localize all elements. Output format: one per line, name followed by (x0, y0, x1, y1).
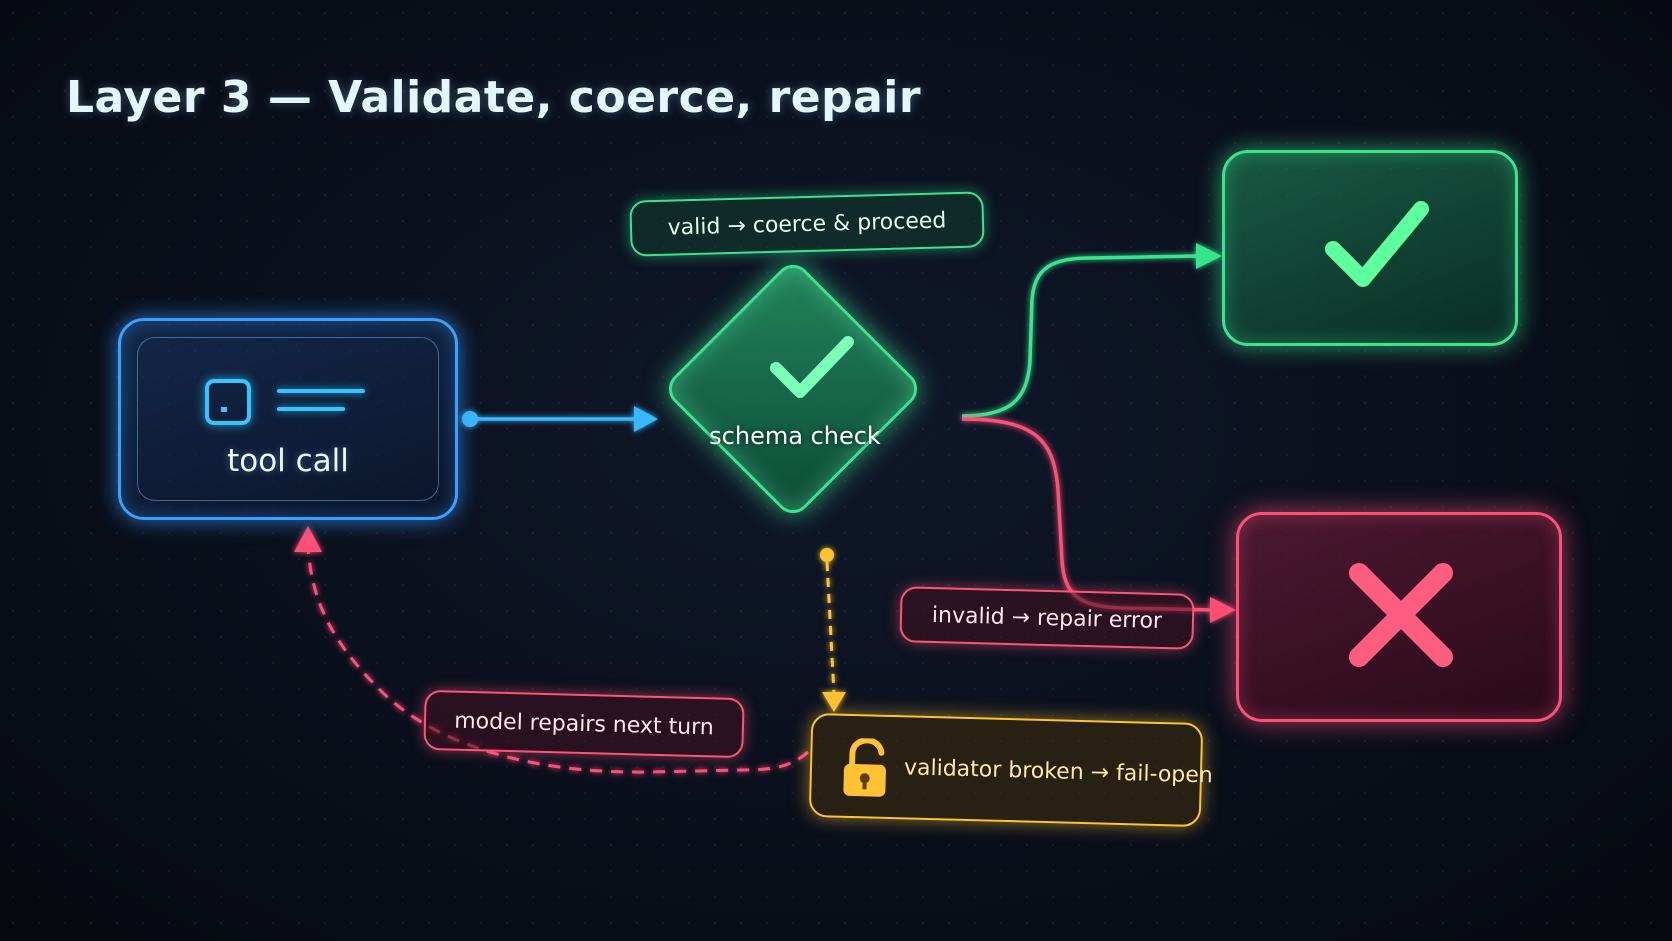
tool-call-inner-frame (137, 337, 439, 501)
failure-node[interactable] (1236, 512, 1562, 722)
valid-path-label: valid → coerce & proceed (629, 191, 985, 257)
text-line-icon (277, 407, 345, 411)
tool-call-icon (205, 379, 251, 425)
page-title: Layer 3 — Validate, coerce, repair (66, 72, 922, 123)
arrow-schema-to-failopen (820, 548, 846, 712)
fail-open-box[interactable]: validator broken → fail-open (808, 712, 1213, 828)
arrow-repair-loop (294, 526, 809, 774)
arrow-schema-to-success (961, 243, 1222, 418)
tool-call-node[interactable]: tool call (118, 318, 458, 520)
arrow-toolcall-to-schema (462, 406, 658, 432)
schema-check-label: schema check (709, 422, 881, 450)
x-icon (1349, 563, 1453, 667)
tool-call-label: tool call (227, 443, 349, 479)
text-line-icon (277, 389, 365, 393)
repair-loop-label: model repairs next turn (423, 689, 745, 759)
invalid-path-label: invalid → repair error (899, 586, 1195, 650)
unlocked-padlock-icon (843, 737, 886, 797)
fail-open-label: validator broken → fail-open (903, 754, 1214, 788)
check-icon (770, 336, 854, 398)
success-node[interactable] (1222, 150, 1518, 346)
check-icon (1325, 201, 1429, 287)
